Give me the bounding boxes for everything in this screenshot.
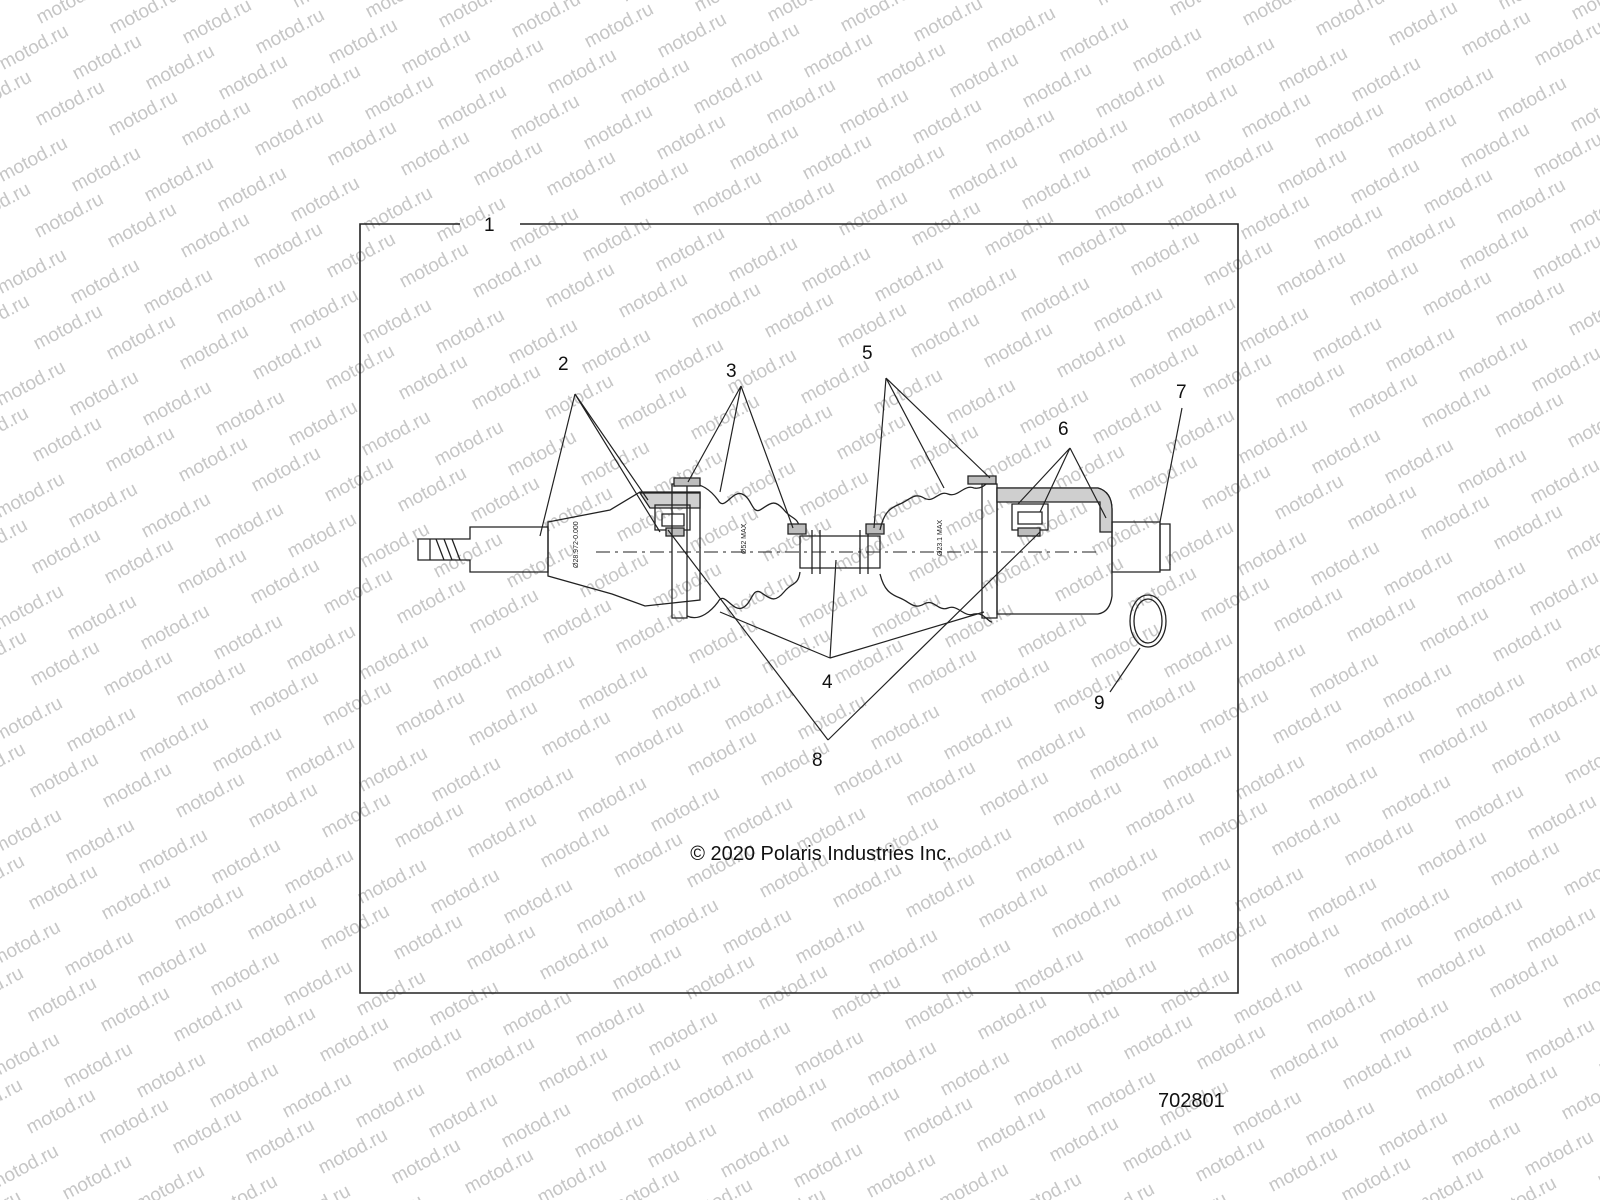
left-boot-clamp-outer xyxy=(673,477,701,487)
axle-drawing xyxy=(417,475,1171,648)
left-stub-shaft xyxy=(417,526,549,573)
left-boot-clamp-inner xyxy=(787,523,807,535)
left-clamp-ring xyxy=(665,527,685,537)
dim-left-boot: Ø52 MAX xyxy=(741,523,748,554)
dim-left-stub: Ø28.972-0.000 xyxy=(573,521,580,568)
left-cv-housing xyxy=(547,491,701,607)
right-boot-clamp-outer xyxy=(967,475,997,485)
copyright-text: © 2020 Polaris Industries Inc. xyxy=(690,843,952,865)
dim-right-boot: Ø23.1 MAX xyxy=(937,519,944,556)
leader-2 xyxy=(539,393,661,537)
leader-6 xyxy=(1017,447,1107,519)
callout-5: 5 xyxy=(862,343,873,364)
leader-9 xyxy=(1109,647,1141,693)
right-clamp-ring xyxy=(1017,527,1041,537)
leader-8 xyxy=(667,529,1041,741)
o-ring-9 xyxy=(1129,594,1167,648)
leader-5 xyxy=(873,377,991,529)
left-cv-race xyxy=(654,504,691,531)
leader-3 xyxy=(687,385,794,529)
diagram-number: 702801 xyxy=(1158,1090,1225,1112)
left-cv-hatch xyxy=(638,492,701,509)
leader-4 xyxy=(719,559,985,659)
right-stub-shaft xyxy=(1111,521,1161,573)
callout-4: 4 xyxy=(822,672,833,693)
callout-9: 9 xyxy=(1094,693,1105,714)
leader-lines xyxy=(539,377,1183,741)
center-shaft-groove xyxy=(811,530,869,574)
o-ring-9-inner xyxy=(1133,598,1163,644)
callout-7: 7 xyxy=(1176,382,1187,403)
callout-2: 2 xyxy=(558,354,569,375)
center-shaft xyxy=(799,535,881,569)
callout-6: 6 xyxy=(1058,419,1069,440)
left-boot-lower xyxy=(686,571,801,619)
leader-7 xyxy=(1159,407,1183,523)
callout-1: 1 xyxy=(484,215,495,236)
callout-3: 3 xyxy=(726,361,737,382)
right-flange xyxy=(981,483,998,619)
callout-8: 8 xyxy=(812,750,823,771)
right-boot-upper xyxy=(879,479,993,531)
right-cv-race xyxy=(1011,503,1049,531)
right-cv-housing xyxy=(996,487,1113,615)
right-cv-hatch xyxy=(996,487,1113,533)
right-boot-clamp-inner xyxy=(865,523,885,535)
right-stub-end xyxy=(1159,523,1171,571)
assembly-frame xyxy=(359,223,1239,994)
left-boot-upper xyxy=(686,483,801,531)
left-stub-thread xyxy=(429,538,461,561)
